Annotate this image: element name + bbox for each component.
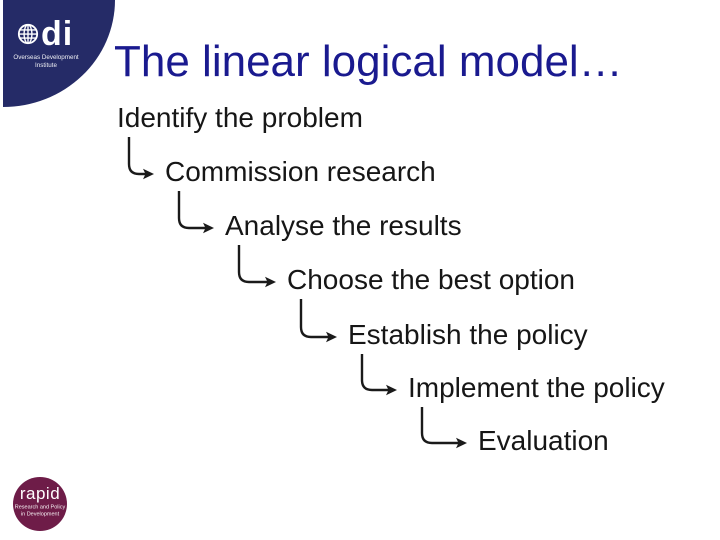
rapid-logo: rapid Research and Policy in Development (13, 477, 67, 531)
elbow-arrow-icon (127, 137, 154, 180)
odi-corner-shape: di Overseas Development Institute (3, 0, 115, 107)
elbow-arrow-icon (177, 191, 214, 234)
rapid-wordmark: rapid (19, 484, 61, 503)
rapid-caption: Research and Policy in Development (13, 504, 67, 518)
step-analyse-results: Analyse the results (225, 210, 462, 241)
odi-caption-line2: Institute (35, 61, 57, 69)
step-identify-problem: Identify the problem (117, 102, 363, 133)
page-title: The linear logical model… (114, 37, 623, 86)
step-commission-research: Commission research (165, 156, 436, 187)
step-establish-policy: Establish the policy (348, 319, 588, 350)
odi-wordmark: di (41, 15, 74, 53)
elbow-arrow-icon (299, 299, 337, 343)
globe-icon (17, 23, 39, 50)
elbow-arrow-icon (237, 245, 276, 288)
odi-caption: Overseas Development Institute (11, 53, 81, 69)
odi-caption-line1: Overseas Development (13, 53, 79, 61)
rapid-caption-line2: in Development (20, 510, 60, 517)
elbow-arrow-icon (360, 354, 397, 396)
step-choose-option: Choose the best option (287, 264, 575, 295)
step-evaluation: Evaluation (478, 425, 609, 456)
rapid-caption-line1: Research and Policy (14, 504, 66, 510)
elbow-arrow-icon (420, 407, 467, 449)
step-implement-policy: Implement the policy (408, 372, 665, 403)
